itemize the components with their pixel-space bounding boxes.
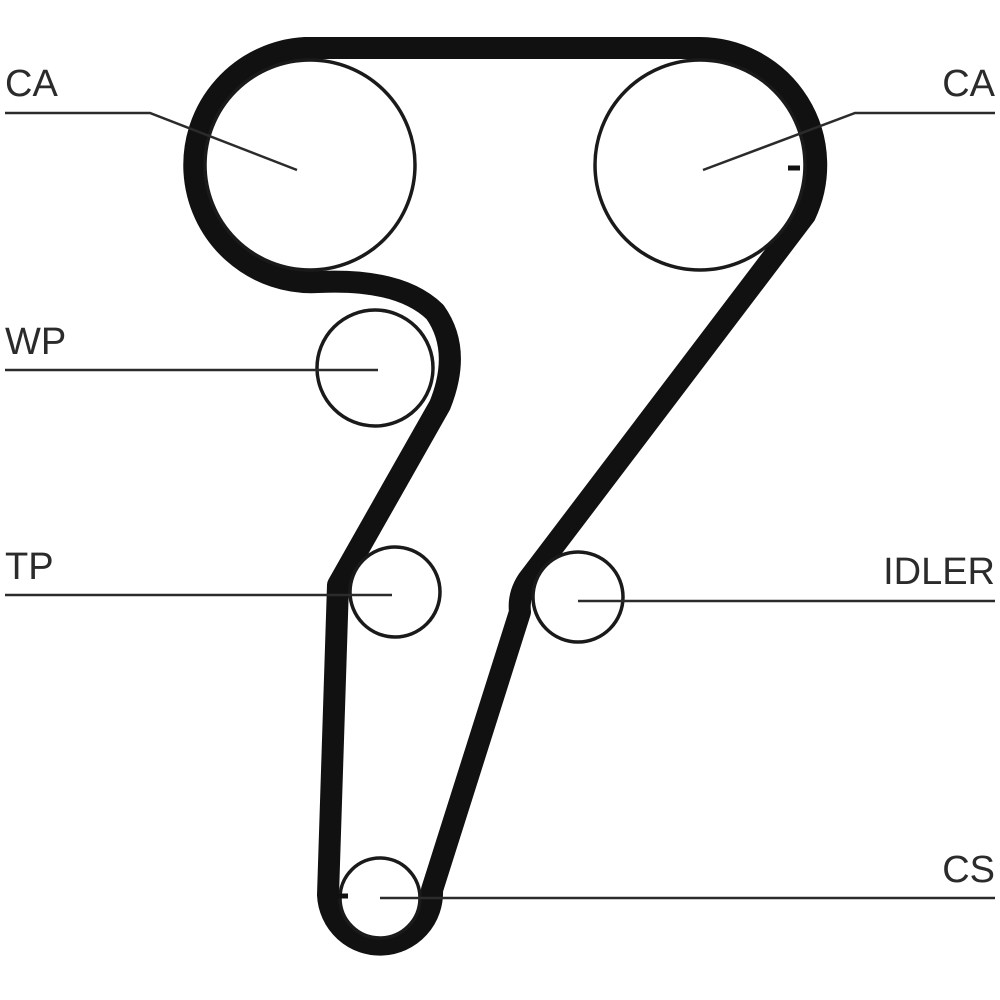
tensioner-pulley (348, 545, 442, 639)
timing-belt (183, 37, 828, 956)
label-idler: IDLER (883, 551, 995, 593)
label-cam-left: CA (5, 63, 58, 105)
leader-cam-right (702, 111, 995, 172)
camshaft-pulley-right (593, 58, 807, 272)
water-pump-pulley (315, 308, 435, 428)
label-water-pump: WP (5, 321, 66, 363)
camshaft-pulley-left (203, 58, 417, 272)
leader-cam-left (5, 111, 298, 172)
label-cam-right: CA (942, 63, 995, 105)
label-tensioner: TP (5, 546, 54, 588)
label-crankshaft: CS (942, 849, 995, 891)
idler-pulley (531, 550, 625, 644)
